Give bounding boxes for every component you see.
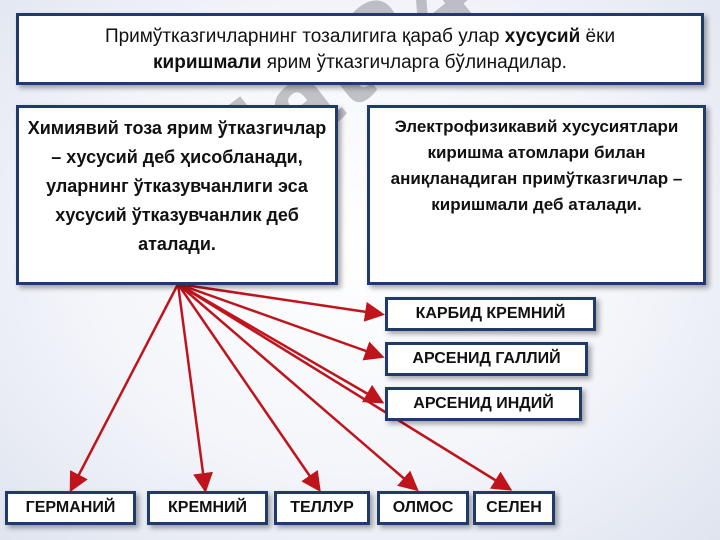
title-text-3: ярим ўтказгичларга бўлинадилар. (261, 52, 567, 73)
title-text-2: ёки (580, 26, 616, 47)
arrow-to-te (176, 283, 321, 493)
item-germanium: ГЕРМАНИЙ (5, 491, 136, 525)
item-gallium-arsenide: АРСЕНИД ГАЛЛИЙ (385, 342, 588, 376)
title-text-1: Примўтказгичларнинг тозалигига қараб ула… (104, 26, 505, 47)
title-bold-2: киришмали (153, 52, 262, 73)
arrow-to-gaas (177, 282, 385, 361)
item-indium-arsenide: АРСЕНИД ИНДИЙ (385, 387, 582, 421)
arrow-to-se (177, 282, 513, 491)
title-line-1: Примўтказгичларнинг тозалигига қараб ула… (31, 24, 689, 50)
item-tellurium: ТЕЛЛУР (274, 491, 370, 525)
title-box: Примўтказгичларнинг тозалигига қараб ула… (16, 13, 704, 85)
title-line-2: киришмали ярим ўтказгичларга бўлинадилар… (31, 50, 689, 76)
arrow-to-si (176, 283, 213, 493)
title-bold-1: хусусий (504, 26, 581, 47)
arrow-to-diamond (177, 283, 419, 492)
item-diamond: ОЛМОС (377, 491, 469, 525)
arrow-to-ge (69, 283, 180, 493)
intrinsic-definition-box: Химиявий тоза ярим ўтказгичлар – хусусий… (16, 105, 338, 285)
impurity-definition-box: Электрофизикавий хусусиятлари киришма ат… (367, 105, 706, 285)
item-selenium: СЕЛЕН (473, 491, 555, 525)
arrow-to-carbide (177, 282, 385, 322)
item-silicon: КРЕМНИЙ (147, 491, 268, 525)
item-silicon-carbide: КАРБИД КРЕМНИЙ (385, 297, 596, 331)
